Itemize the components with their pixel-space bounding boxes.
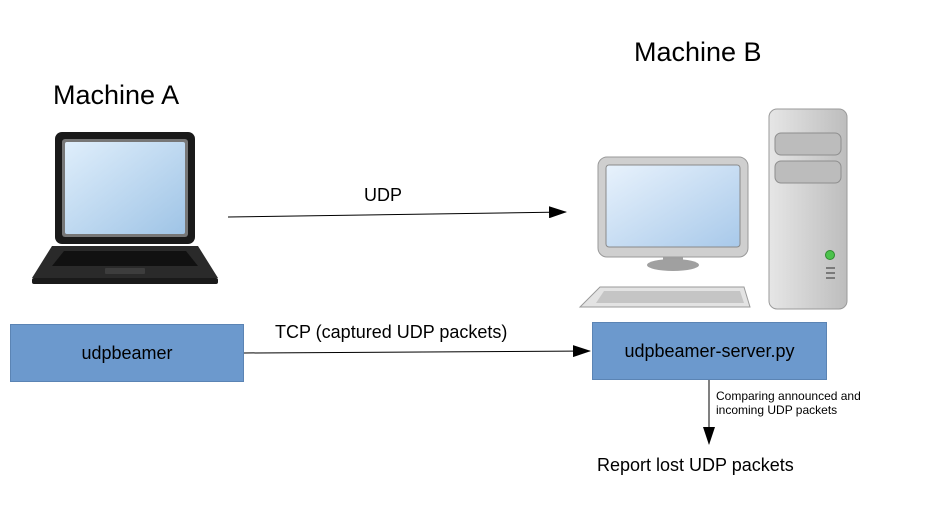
udpbeamer-client-label: udpbeamer xyxy=(81,342,173,363)
machine-a-title: Machine A xyxy=(53,80,180,110)
udpbeamer-client-box: udpbeamer xyxy=(10,324,244,382)
tcp-label: TCP (captured UDP packets) xyxy=(275,322,508,342)
tcp-arrow xyxy=(243,345,591,358)
udp-label: UDP xyxy=(364,185,403,205)
desktop-computer-icon xyxy=(578,108,848,310)
laptop-icon xyxy=(32,132,218,284)
udpbeamer-server-label: udpbeamer-server.py xyxy=(624,340,795,361)
compare-label-line-2: incoming UDP packets xyxy=(716,403,838,417)
machine-b-title: Machine B xyxy=(634,37,762,67)
report-result-label: Report lost UDP packets xyxy=(597,455,794,475)
udpbeamer-server-box: udpbeamer-server.py xyxy=(592,322,827,380)
compare-label-line-1: Comparing announced and xyxy=(716,389,861,403)
compare-label: Comparing announced and incoming UDP pac… xyxy=(716,389,861,417)
udp-arrow xyxy=(227,206,567,219)
